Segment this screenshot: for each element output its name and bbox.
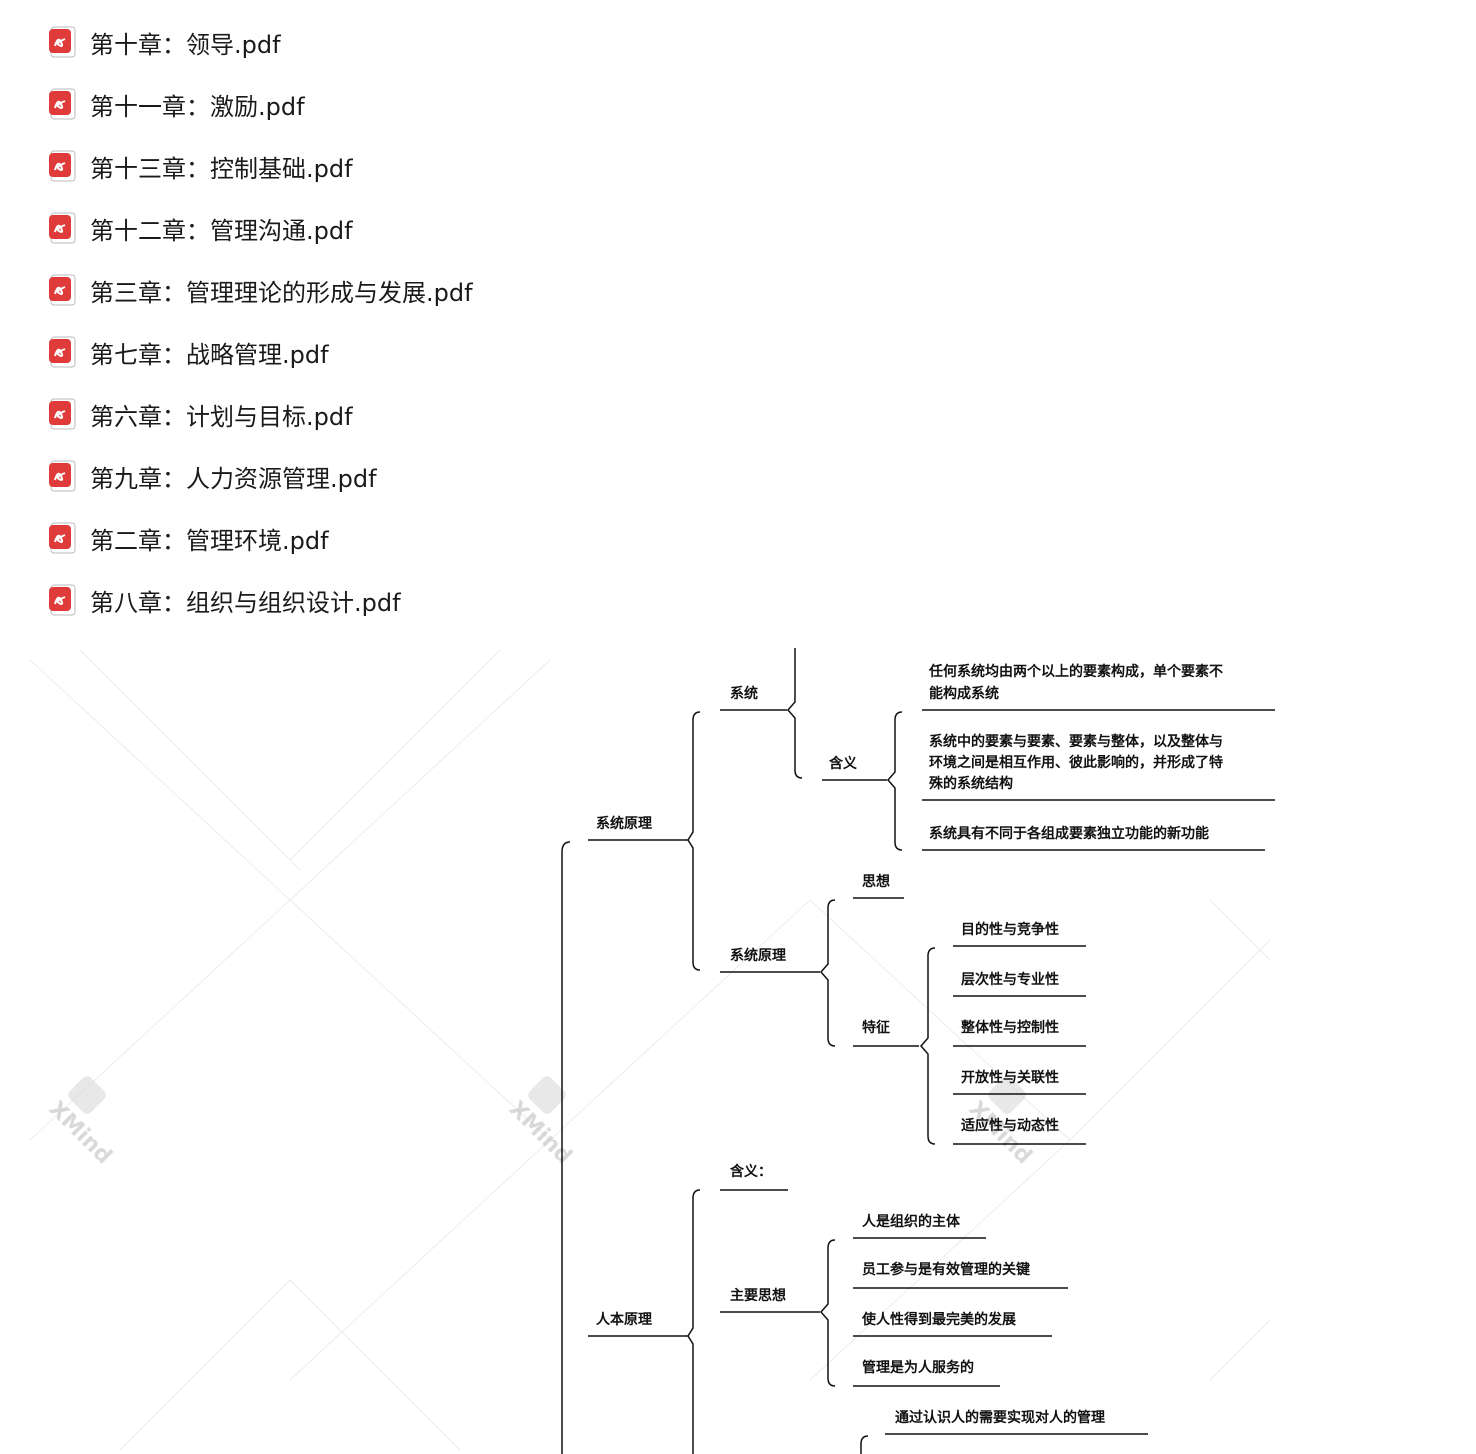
leaf-meaning-2-line-2: 环境之间是相互作用、彼此影响的，并形成了特: [929, 754, 1223, 771]
leaf-main-idea: 员工参与是有效管理的关键: [862, 1261, 1031, 1278]
leaf-feature: 层次性与专业性: [961, 971, 1059, 988]
leaf-main-idea: 人是组织的主体: [862, 1213, 961, 1230]
pdf-file-icon: [49, 336, 76, 368]
file-name: 第二章：管理环境.pdf: [90, 526, 329, 555]
file-item[interactable]: 第七章：战略管理.pdf: [48, 332, 329, 372]
node-sub-system-principle: 系统原理: [730, 947, 786, 964]
pdf-file-icon: [49, 398, 76, 430]
pdf-file-icon: [49, 460, 76, 492]
leaf-extra: 通过认识人的需要实现对人的管理: [895, 1409, 1105, 1426]
leaf-main-idea: 管理是为人服务的: [862, 1359, 974, 1376]
node-main-ideas: 主要思想: [730, 1287, 786, 1304]
leaf-feature: 目的性与竞争性: [961, 921, 1059, 938]
pdf-file-icon: [49, 212, 76, 244]
pdf-file-icon: [49, 274, 76, 306]
watermark-logo: XMind XMind XMind: [44, 1076, 1036, 1169]
pdf-file-icon: [49, 26, 76, 58]
file-item[interactable]: 第十二章：管理沟通.pdf: [48, 208, 353, 248]
mindmap-connectors: [561, 648, 1275, 1454]
file-name: 第三章：管理理论的形成与发展.pdf: [90, 278, 473, 307]
file-list: 第十章：领导.pdf 第十一章：激励.pdf 第十三章：控制基础.pdf 第十二…: [0, 0, 1476, 640]
mindmap-image: XMind XMind XMind: [29, 648, 1275, 1454]
node-idea: 思想: [862, 873, 890, 890]
pdf-file-icon: [49, 88, 76, 120]
pdf-file-icon: [49, 522, 76, 554]
file-item[interactable]: 第八章：组织与组织设计.pdf: [48, 580, 401, 620]
leaf-feature: 开放性与关联性: [961, 1069, 1059, 1086]
pdf-file-icon: [49, 584, 76, 616]
file-item[interactable]: 第十一章：激励.pdf: [48, 84, 305, 124]
file-item[interactable]: 第三章：管理理论的形成与发展.pdf: [48, 270, 473, 310]
file-name: 第十章：领导.pdf: [90, 30, 281, 59]
leaf-meaning-1-line-2: 能构成系统: [929, 685, 999, 702]
node-human-meaning: 含义：: [730, 1163, 772, 1180]
file-name: 第九章：人力资源管理.pdf: [90, 464, 377, 493]
file-item[interactable]: 第二章：管理环境.pdf: [48, 518, 329, 558]
file-item[interactable]: 第九章：人力资源管理.pdf: [48, 456, 377, 496]
leaf-meaning-2-line-1: 系统中的要素与要素、要素与整体，以及整体与: [929, 733, 1223, 750]
leaf-feature: 适应性与动态性: [961, 1117, 1059, 1134]
node-features: 特征: [862, 1019, 890, 1036]
file-item[interactable]: 第十三章：控制基础.pdf: [48, 146, 353, 186]
node-system-meaning: 含义: [829, 755, 857, 772]
leaf-meaning-1-line-1: 任何系统均由两个以上的要素构成，单个要素不: [928, 663, 1223, 680]
file-item[interactable]: 第十章：领导.pdf: [48, 22, 281, 62]
file-name: 第六章：计划与目标.pdf: [90, 402, 353, 431]
watermark-grid: [29, 649, 1271, 1451]
node-system-principle: 系统原理: [596, 815, 652, 832]
file-name: 第八章：组织与组织设计.pdf: [90, 588, 401, 617]
pdf-file-icon: [49, 150, 76, 182]
node-system: 系统: [730, 685, 758, 702]
file-name: 第十三章：控制基础.pdf: [90, 154, 353, 183]
leaf-meaning-2-line-3: 殊的系统结构: [929, 775, 1013, 792]
file-name: 第十一章：激励.pdf: [90, 92, 305, 121]
file-item[interactable]: 第六章：计划与目标.pdf: [48, 394, 353, 434]
leaf-meaning-3: 系统具有不同于各组成要素独立功能的新功能: [929, 825, 1209, 842]
file-name: 第七章：战略管理.pdf: [90, 340, 329, 369]
file-name: 第十二章：管理沟通.pdf: [90, 216, 353, 245]
node-human-principle: 人本原理: [596, 1311, 652, 1328]
leaf-feature: 整体性与控制性: [960, 1019, 1059, 1036]
leaf-main-idea: 使人性得到最完美的发展: [861, 1311, 1016, 1328]
